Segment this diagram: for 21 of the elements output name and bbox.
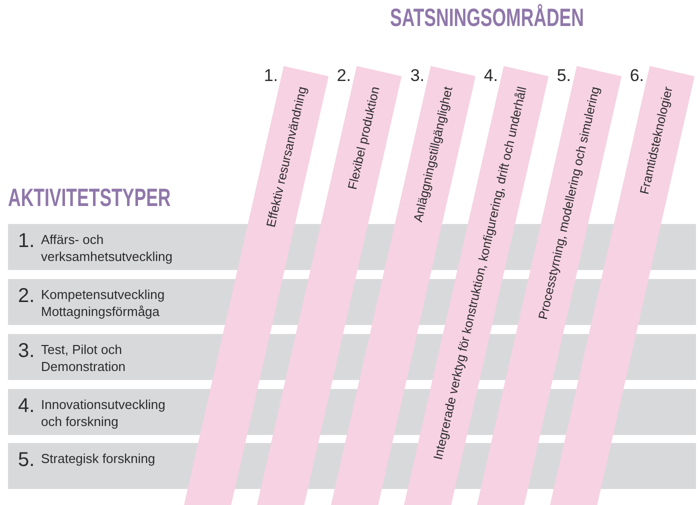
row-number: 1. [18, 230, 35, 252]
row-label: Kompetensutveckling Mottagningsförmåga [41, 286, 166, 320]
section-heading: SATSNINGSOMRÅDEN [390, 5, 584, 31]
band-number: 3. [410, 67, 424, 85]
band-number: 4. [484, 67, 498, 85]
row-label: Test, Pilot och Demonstration [41, 341, 127, 375]
row-label: Affärs- och verksamhetsutveckling [41, 231, 174, 265]
row-number: 4. [18, 395, 35, 417]
slanted-band [184, 66, 329, 505]
row-label: Innovationsutveckling och forskning [41, 396, 166, 430]
band-label: Flexibel produktion [345, 85, 384, 191]
row-number: 5. [18, 449, 35, 471]
band-number: 1. [264, 67, 278, 85]
row-number: 3. [18, 340, 35, 362]
band-number: 5. [556, 67, 571, 85]
row-number: 2. [18, 285, 35, 307]
band-number: 6. [630, 67, 644, 85]
section-heading: AKTIVITETSTYPER [8, 185, 171, 211]
row-label: Strategisk forskning [41, 450, 156, 467]
band-number: 2. [336, 67, 351, 85]
slanted-band [257, 66, 402, 505]
